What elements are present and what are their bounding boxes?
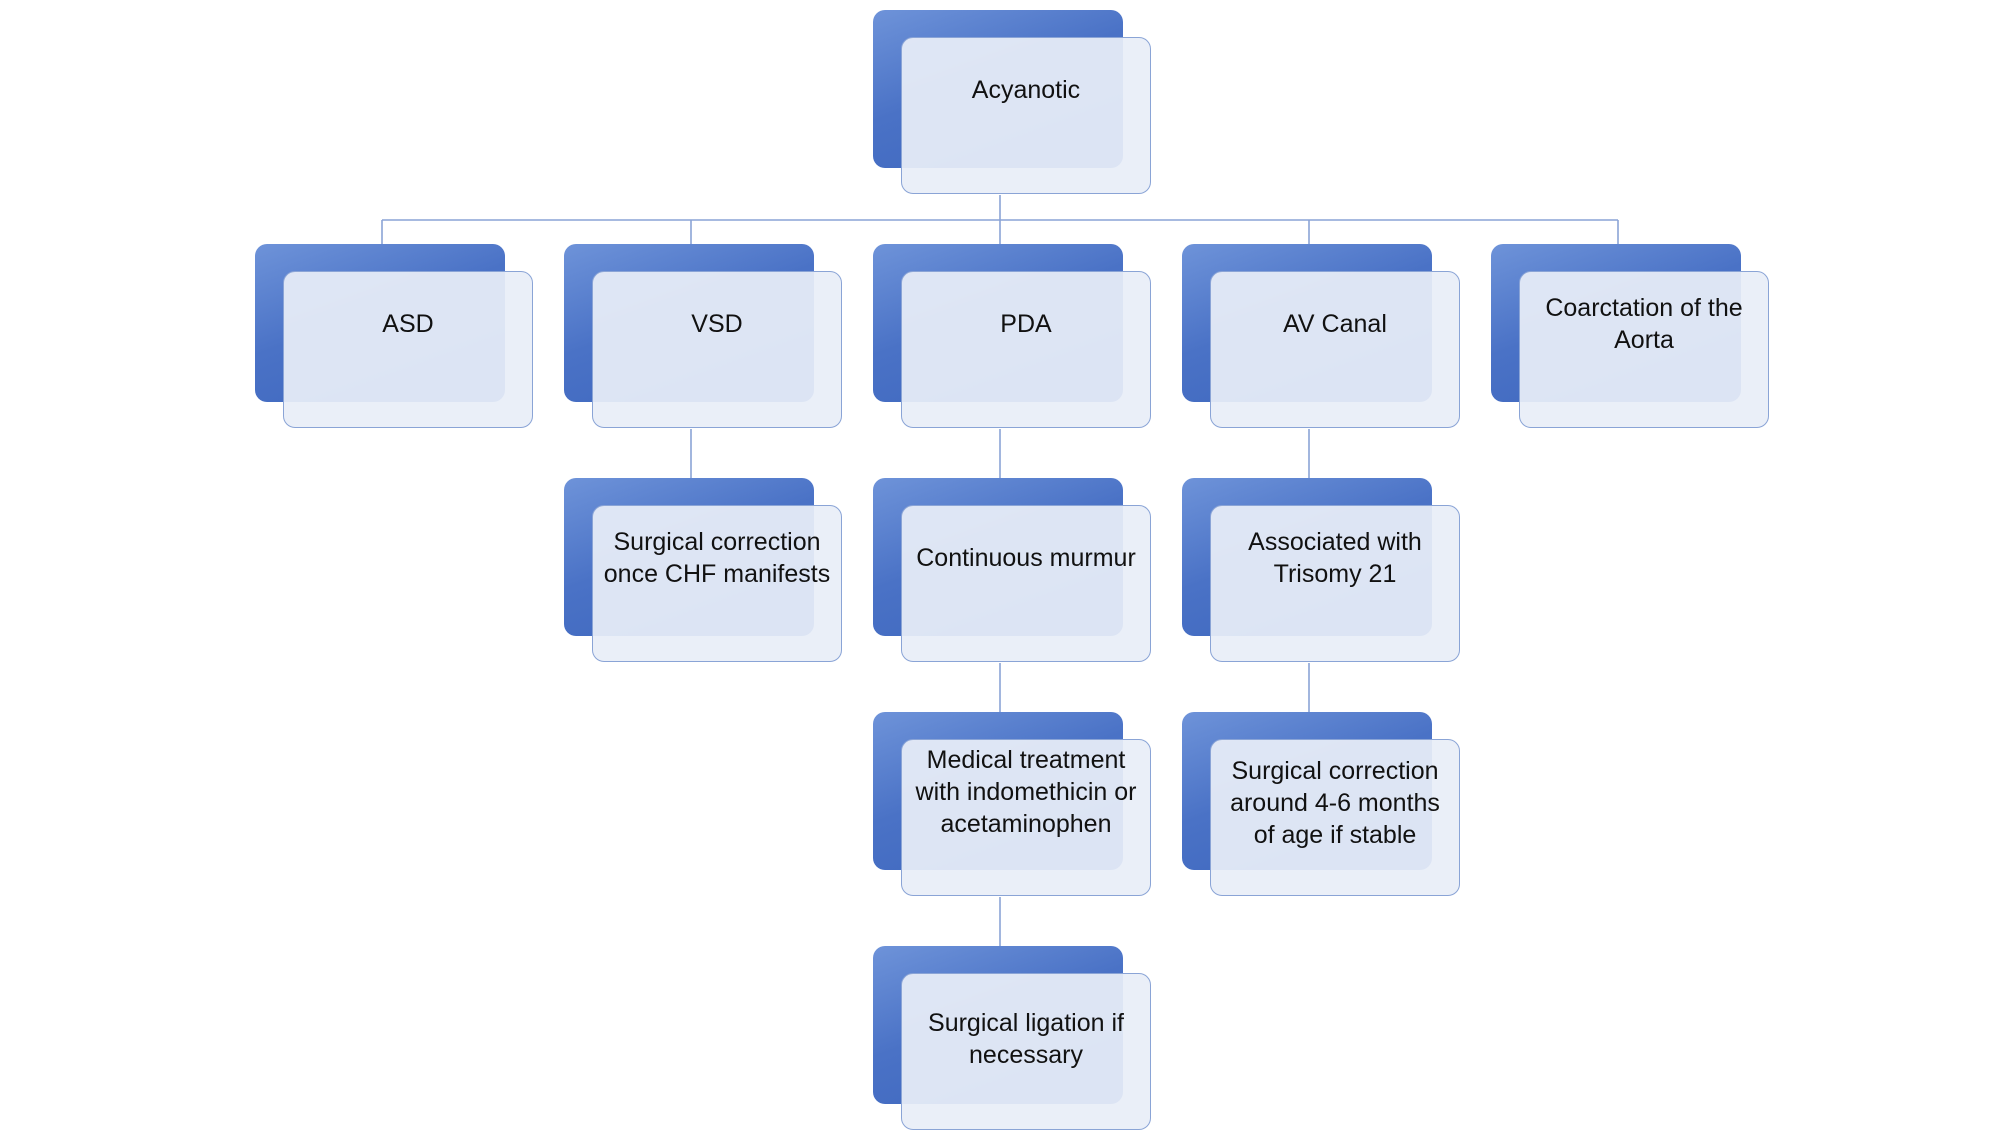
node-label: Associated with Trisomy 21 bbox=[1248, 527, 1422, 588]
node-surgical-ligation: Surgical ligation if necessary bbox=[873, 946, 1153, 1132]
node-pda: PDA bbox=[873, 244, 1153, 430]
node-av-canal-surgical-correction: Surgical correction around 4-6 months of… bbox=[1182, 712, 1462, 898]
node-label: Continuous murmur bbox=[916, 543, 1136, 572]
node-front-panel: PDA bbox=[901, 271, 1151, 428]
node-label: Surgical ligation if necessary bbox=[928, 1008, 1124, 1069]
node-front-panel: Associated with Trisomy 21 bbox=[1210, 505, 1460, 662]
node-label: Surgical correction once CHF manifests bbox=[603, 527, 831, 588]
node-front-panel: Surgical correction once CHF manifests bbox=[592, 505, 842, 662]
node-label: AV Canal bbox=[1283, 309, 1387, 338]
node-vsd-surgical-correction: Surgical correction once CHF manifests bbox=[564, 478, 844, 664]
node-label: Acyanotic bbox=[971, 75, 1081, 104]
node-front-panel: Continuous murmur bbox=[901, 505, 1151, 662]
node-continuous-murmur: Continuous murmur bbox=[873, 478, 1153, 664]
node-front-panel: AV Canal bbox=[1210, 271, 1460, 428]
node-label: Medical treatment with indomethicin or a… bbox=[915, 745, 1137, 838]
node-label: Surgical correction around 4-6 months of… bbox=[1230, 756, 1440, 849]
node-label: VSD bbox=[691, 309, 743, 338]
node-front-panel: Surgical correction around 4-6 months of… bbox=[1210, 739, 1460, 896]
node-label: Coarctation of the Aorta bbox=[1545, 293, 1743, 354]
node-front-panel: Medical treatment with indomethicin or a… bbox=[901, 739, 1151, 896]
node-label: PDA bbox=[1000, 309, 1052, 338]
node-av-canal: AV Canal bbox=[1182, 244, 1462, 430]
node-front-panel: Acyanotic bbox=[901, 37, 1151, 194]
node-associated-trisomy-21: Associated with Trisomy 21 bbox=[1182, 478, 1462, 664]
node-vsd: VSD bbox=[564, 244, 844, 430]
node-front-panel: Surgical ligation if necessary bbox=[901, 973, 1151, 1130]
node-asd: ASD bbox=[255, 244, 535, 430]
node-front-panel: ASD bbox=[283, 271, 533, 428]
node-coarctation-of-the-aorta: Coarctation of the Aorta bbox=[1491, 244, 1771, 430]
node-front-panel: VSD bbox=[592, 271, 842, 428]
node-medical-treatment: Medical treatment with indomethicin or a… bbox=[873, 712, 1153, 898]
node-acyanotic: Acyanotic bbox=[873, 10, 1153, 196]
node-front-panel: Coarctation of the Aorta bbox=[1519, 271, 1769, 428]
node-label: ASD bbox=[382, 309, 434, 338]
